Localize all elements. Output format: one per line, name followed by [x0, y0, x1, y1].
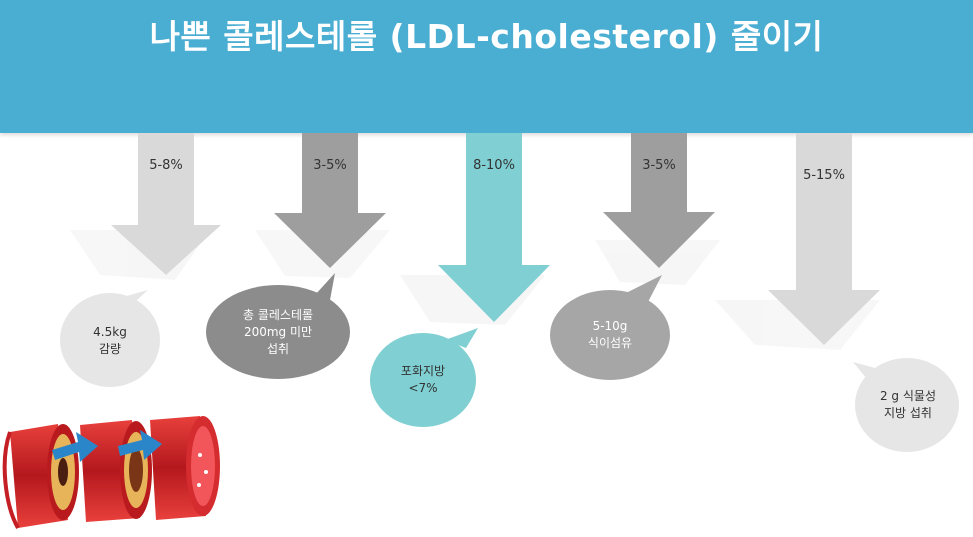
- arrow-1-percent: 5-8%: [138, 158, 194, 173]
- bubble-3-line1: 포화지방: [380, 363, 466, 380]
- arrow-4-percent: 3-5%: [631, 158, 687, 173]
- arrow-2-percent: 3-5%: [302, 158, 358, 173]
- bubble-4-line1: 5-10g: [560, 318, 660, 335]
- arrow-5-percent: 5-15%: [792, 168, 856, 183]
- bubble-5-line1: 2 g 식물성: [862, 388, 954, 405]
- bubble-1-line1: 4.5kg: [70, 324, 150, 341]
- bubble-3-line2: <7%: [380, 380, 466, 397]
- bubble-1-text: 4.5kg 감량: [70, 324, 150, 358]
- bubble-2-line3: 섭취: [213, 341, 343, 358]
- bubble-4-line2: 식이섬유: [560, 335, 660, 352]
- blood-vessel-illustration: [5, 416, 220, 528]
- arrow-3-percent: 8-10%: [462, 158, 526, 173]
- bubble-5-line2: 지방 섭취: [862, 405, 954, 422]
- bubble-2-text: 총 콜레스테롤 200mg 미만 섭취: [213, 307, 343, 358]
- bubble-2-line1: 총 콜레스테롤: [213, 307, 343, 324]
- bubble-4-text: 5-10g 식이섬유: [560, 318, 660, 352]
- bubble-1-line2: 감량: [70, 341, 150, 358]
- bubble-5-text: 2 g 식물성 지방 섭취: [862, 388, 954, 422]
- bubble-3-text: 포화지방 <7%: [380, 363, 466, 397]
- bubble-2-line2: 200mg 미만: [213, 324, 343, 341]
